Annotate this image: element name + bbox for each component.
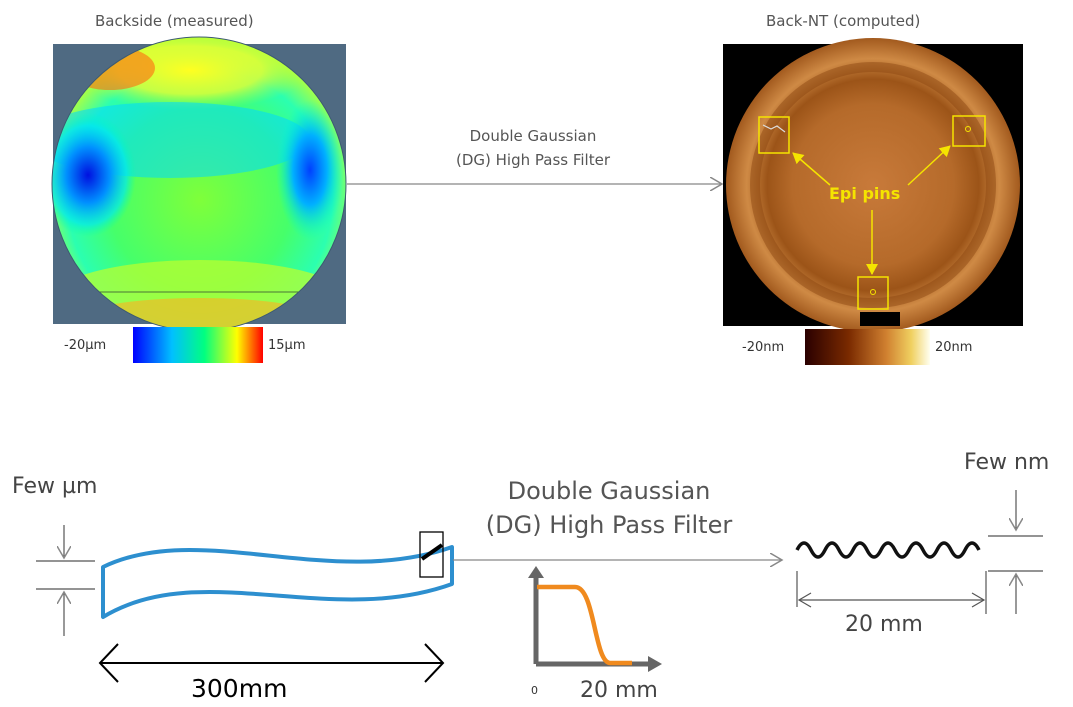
epi-pin-box-bottom (857, 276, 889, 310)
computed-wafer-notch (860, 312, 900, 326)
wavelength-arrowhead-left (797, 592, 812, 608)
computed-colorbar (805, 329, 930, 365)
length-arrowhead-right (424, 643, 445, 683)
computed-panel-title: Back-NT (computed) (766, 12, 921, 30)
epi-pins-label: Epi pins (829, 184, 901, 203)
measured-colorbar-min: -20µm (64, 338, 107, 353)
wafer-length-label: 300mm (191, 674, 288, 703)
computed-wafer-map (726, 38, 1020, 332)
epi-pin-box-right (952, 115, 986, 147)
output-wave (795, 541, 981, 559)
output-wavelength-label: 20 mm (845, 612, 923, 637)
wavelength-arrowhead-right (971, 592, 986, 608)
wafer-strip (101, 545, 454, 619)
filter-axis-zero-label: 0 (531, 684, 538, 697)
filter-axis-cutoff-label: 20 mm (580, 678, 658, 703)
epi-pin-box-left (758, 116, 790, 154)
top-filter-label-line1: Double Gaussian (469, 127, 597, 145)
bottom-filter-label-line2: (DG) High Pass Filter (485, 511, 733, 539)
computed-colorbar-min: -20nm (742, 340, 785, 355)
epi-pin-mark-left (762, 124, 786, 133)
measured-panel-title: Backside (measured) (95, 12, 254, 30)
top-filter-label: Double Gaussian (DG) High Pass Filter (400, 124, 666, 172)
epi-pin-arrow-left (792, 152, 831, 186)
length-arrowhead-left (98, 643, 119, 683)
computed-colorbar-max: 20nm (935, 340, 973, 355)
computed-wafer-ring (750, 62, 996, 308)
epi-pin-mark-right (965, 126, 971, 132)
zoom-box (419, 531, 444, 578)
measured-colorbar-max: 15µm (268, 338, 306, 353)
measured-colorbar (133, 327, 263, 363)
epi-pin-arrow-right (907, 145, 951, 186)
bottom-filter-label: Double Gaussian (DG) High Pass Filter (464, 474, 754, 542)
input-amplitude-label: Few µm (12, 474, 98, 499)
output-amplitude-label: Few nm (964, 450, 1050, 475)
filter-x-axis-head (648, 656, 662, 672)
filter-response-curve (537, 584, 632, 666)
bottom-filter-label-line1: Double Gaussian (507, 477, 711, 505)
filter-y-axis-head (528, 566, 544, 578)
zoom-segment (420, 543, 444, 561)
epi-pin-mark-bottom (870, 289, 876, 295)
top-filter-label-line2: (DG) High Pass Filter (456, 151, 610, 169)
